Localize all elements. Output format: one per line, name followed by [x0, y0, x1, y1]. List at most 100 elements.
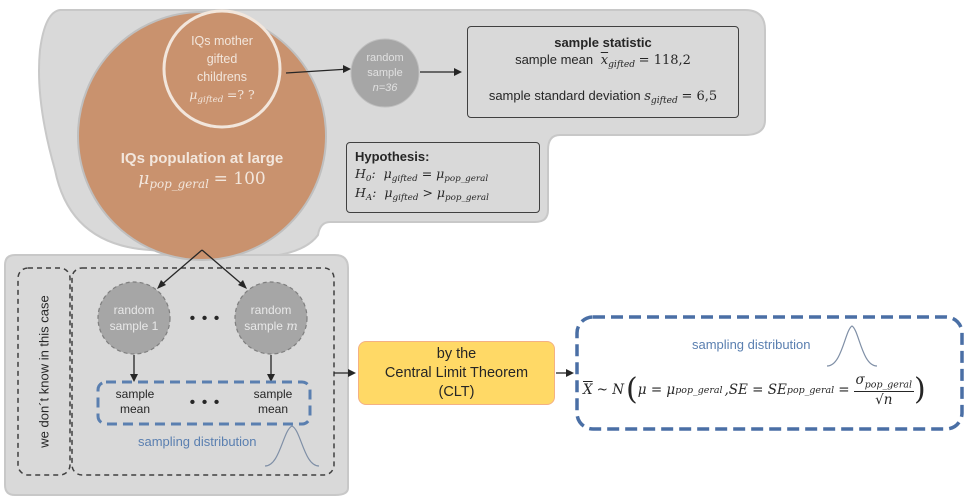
dots-samples: • • • — [189, 310, 221, 327]
population-mean: μpop_geral = 100 — [138, 169, 265, 191]
sm1-line2: mean — [119, 402, 151, 416]
arrowhead-5 — [130, 374, 138, 382]
statistic-title: sample statistic — [554, 35, 652, 50]
ha-left-sub: gifted — [392, 193, 419, 204]
population-title: IQs population at large — [120, 150, 284, 168]
random-top-line2: sample — [367, 66, 403, 79]
formula-se-sub: pop_geral — [786, 384, 835, 396]
h0-label: H — [355, 166, 366, 181]
h0-right-sub: pop_geral — [444, 174, 489, 185]
formula-eq: = — [838, 382, 850, 398]
formula-denominator: √n — [875, 391, 893, 408]
rs1-line1: random — [113, 303, 155, 317]
formula-xbar: X — [583, 382, 593, 398]
formula-mu-sub: pop_geral — [675, 384, 723, 396]
formula-fraction: σpop_geral √n — [853, 372, 914, 408]
unknown-label-wrap: we don´t know in this case — [18, 268, 70, 475]
arrowhead-8 — [566, 369, 574, 377]
ha-op: > — [422, 185, 433, 201]
gifted-line3: childrens — [196, 70, 248, 85]
random-sample-top-label: random sample n=36 — [352, 46, 418, 100]
gifted-line2: gifted — [206, 52, 238, 67]
formula-open-paren: ( — [626, 372, 638, 407]
clt-line3: (CLT) — [438, 383, 475, 400]
gifted-mu-sub: gifted — [197, 95, 224, 106]
arrow-to-sample-1 — [159, 249, 203, 287]
formula-sigma-sub: pop_geral — [864, 379, 912, 391]
mean-sub: gifted — [608, 60, 636, 71]
hypothesis-title: Hypothesis: — [355, 149, 430, 164]
h0-right: μ — [436, 166, 445, 181]
h0-line: H0: μgifted = μpop_geral — [355, 166, 489, 185]
ha-right-sub: pop_geral — [445, 193, 489, 204]
sample-mean-dashed-box — [96, 380, 312, 426]
arrowhead-3 — [157, 280, 166, 289]
population-label: IQs population at large μpop_geral = 100 — [95, 146, 309, 196]
sm1-line1: sample — [115, 387, 155, 401]
mu-sub: pop_geral — [149, 177, 209, 192]
gifted-population-label: IQs mother gifted childrens μgifted =? ? — [168, 32, 276, 110]
sample-sd-line: sample standard deviation sgifted = 6,5 — [468, 88, 738, 106]
gifted-population-circle — [162, 9, 282, 129]
formula-sigma: σ — [855, 372, 865, 389]
rs1-line2: sample 1 — [109, 319, 159, 333]
sd-value: = 6,5 — [681, 89, 718, 105]
sample-mean-line: sample mean xgifted = 118,2 — [468, 52, 738, 70]
rsm-m: m — [286, 319, 298, 333]
sd-sub: gifted — [650, 96, 678, 107]
random-top-line1: random — [366, 51, 404, 64]
sample-mean-2-label: sample mean — [246, 385, 300, 419]
h0-sub: 0 — [365, 174, 372, 185]
ha-label: H — [355, 185, 366, 201]
unknown-dashed-box — [17, 267, 71, 476]
dots-means: • • • — [189, 394, 221, 411]
clt-line2: Central Limit Theorem — [384, 364, 529, 381]
random-sample-1-label: random sample 1 — [100, 300, 168, 336]
arrowhead-7 — [348, 369, 356, 377]
clt-box: by the Central Limit Theorem (CLT) — [358, 341, 555, 405]
random-sample-m-label: random sample m — [237, 300, 305, 336]
h0-left: μ — [383, 166, 392, 181]
random-sample-1-circle — [97, 281, 171, 355]
unknown-label: we don´t know in this case — [36, 295, 52, 448]
sample-mean-1-label: sample mean — [108, 385, 162, 419]
sd-label: sample standard deviation — [488, 88, 641, 104]
sm2-line1: sample — [253, 387, 293, 401]
sm2-line2: mean — [257, 402, 289, 416]
ha-line: HA: μgifted > μpop_geral — [355, 185, 489, 204]
sd-symbol: s — [644, 89, 651, 105]
arrow-to-random-sample — [285, 68, 350, 74]
ha-left: μ — [384, 185, 393, 201]
gifted-mu-symbol: μ — [189, 87, 198, 103]
rsm-line1: random — [250, 303, 292, 317]
gifted-mu-value: =? ? — [226, 87, 255, 103]
rsm-line2: sample m — [244, 318, 297, 334]
arrowhead-4 — [238, 280, 247, 289]
formula-numerator: σpop_geral — [853, 372, 914, 392]
ha-right: μ — [436, 185, 446, 201]
h0-op: = — [421, 166, 433, 181]
hypothesis-box: Hypothesis: H0: μgifted = μpop_geral HA:… — [346, 142, 540, 213]
formula-se: ,SE = SE — [724, 382, 787, 398]
random-top-line3: n=36 — [372, 81, 398, 94]
formula-dashed-box — [575, 315, 964, 431]
sampling-distribution-right: sampling distribution — [692, 337, 811, 352]
arrowhead-2 — [454, 68, 462, 76]
mu-symbol: μ — [138, 169, 150, 190]
sampling-distribution-left: sampling distribution — [138, 434, 257, 449]
sample-statistic-box: sample statistic sample mean xgifted = 1… — [467, 26, 739, 118]
bell-curve-left — [264, 425, 320, 467]
arrow-to-sample-m — [201, 249, 245, 287]
formula-tilde-n: ~ N — [596, 382, 625, 398]
arrowhead-6 — [267, 374, 275, 382]
bell-curve-right — [826, 325, 878, 367]
mean-value: = 118,2 — [638, 53, 691, 68]
mean-symbol: x — [600, 53, 609, 68]
formula-mu: μ = μ — [637, 382, 676, 398]
mu-value: = 100 — [213, 169, 266, 190]
random-sample-top-circle — [350, 38, 420, 108]
mean-label: sample mean — [515, 52, 594, 67]
h0-left-sub: gifted — [391, 174, 418, 185]
gifted-line1: IQs mother — [191, 34, 253, 49]
